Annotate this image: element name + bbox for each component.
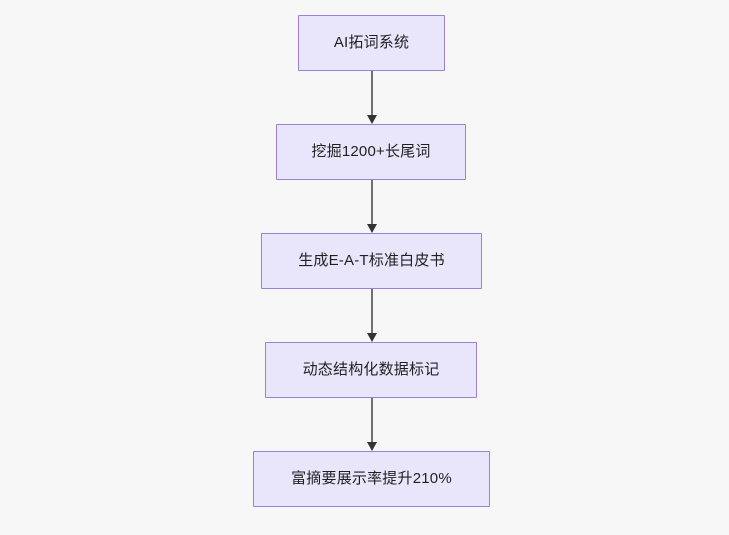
flow-node-label: 挖掘1200+长尾词 bbox=[311, 143, 431, 160]
arrow-head-icon bbox=[367, 442, 377, 451]
flow-node-label: 动态结构化数据标记 bbox=[302, 361, 440, 378]
edge-line bbox=[371, 289, 373, 334]
arrow-head-icon bbox=[367, 224, 377, 233]
edge-node1-node2 bbox=[367, 71, 377, 124]
edge-line bbox=[371, 398, 373, 443]
flow-node-label: AI拓词系统 bbox=[333, 34, 410, 51]
edge-line bbox=[371, 71, 373, 116]
flow-node-label: 生成E-A-T标准白皮书 bbox=[298, 252, 445, 269]
flow-node-rich-snippet-rate-increase[interactable]: 富摘要展示率提升210% bbox=[253, 451, 490, 507]
edge-line bbox=[371, 180, 373, 225]
arrow-head-icon bbox=[367, 333, 377, 342]
flow-node-label: 富摘要展示率提升210% bbox=[291, 470, 452, 487]
flow-node-dynamic-structured-data-markup[interactable]: 动态结构化数据标记 bbox=[265, 342, 477, 398]
flow-node-mine-longtail-keywords[interactable]: 挖掘1200+长尾词 bbox=[276, 124, 466, 180]
edge-node4-node5 bbox=[367, 398, 377, 451]
flow-node-generate-eat-whitepaper[interactable]: 生成E-A-T标准白皮书 bbox=[261, 233, 482, 289]
edge-node2-node3 bbox=[367, 180, 377, 233]
flow-node-ai-keyword-system[interactable]: AI拓词系统 bbox=[298, 15, 445, 71]
arrow-head-icon bbox=[367, 115, 377, 124]
edge-node3-node4 bbox=[367, 289, 377, 342]
